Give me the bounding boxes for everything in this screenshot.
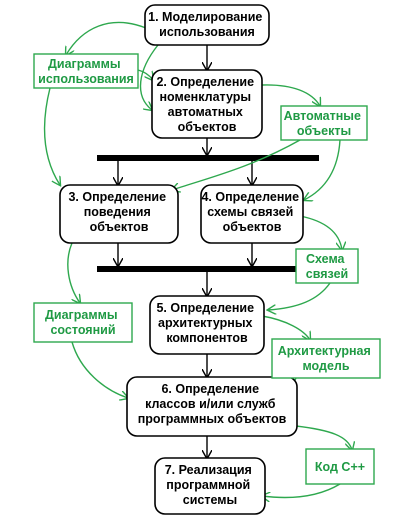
sync-bar-bottom <box>97 266 319 272</box>
artifact-box-6 <box>305 448 375 485</box>
process-box-5 <box>149 295 265 355</box>
process-boxes <box>59 4 304 515</box>
artifact-box-4 <box>33 302 133 343</box>
process-7-label: 7. Реализация программной системы <box>165 463 256 507</box>
artifact-box-1 <box>33 53 139 89</box>
process-box-4 <box>200 184 304 244</box>
arrow-p4-to-a3 <box>299 215 342 250</box>
artifact-2-label: Автоматные объекты <box>284 109 365 138</box>
artifact-labels: Диаграммы использования Автоматные объек… <box>38 57 375 474</box>
process-box-7 <box>154 457 266 515</box>
arrow-p6-to-a6 <box>295 425 352 450</box>
arrow-a2-to-p3 <box>172 139 301 190</box>
process-4-label: 4. Определение схемы связей объектов <box>201 190 302 234</box>
arrow-p1-to-a1 <box>66 21 147 55</box>
arrow-a1-to-p2 <box>137 69 153 80</box>
arrow-a3-to-p5 <box>268 282 331 310</box>
arrow-p1-to-p2-side <box>139 44 159 110</box>
process-box-3 <box>59 184 179 244</box>
process-box-2 <box>151 69 263 139</box>
arrow-a6-to-p7 <box>262 483 341 498</box>
process-labels: 1. Моделирование использования 2. Опреде… <box>68 10 302 507</box>
process-box-6 <box>126 376 298 437</box>
artifact-box-3 <box>295 248 359 284</box>
process-2-label: 2. Определение номенклатуры автоматных о… <box>156 75 257 134</box>
arrow-p5-to-a5 <box>261 315 310 340</box>
artifact-box-2 <box>280 105 368 141</box>
sync-bar-top <box>97 155 319 161</box>
artifact-3-label: Схема связей <box>306 252 348 281</box>
arrow-p2-to-a2 <box>261 84 320 106</box>
artifact-4-label: Диаграммы состояний <box>45 308 121 337</box>
artifact-5-label: Архитектурная модель <box>278 344 375 373</box>
process-box-1 <box>144 4 270 46</box>
arrow-p3-to-a4 <box>67 242 80 303</box>
control-flow-arrows <box>118 45 252 458</box>
arrow-a1-to-p3 <box>43 87 60 185</box>
artifact-boxes <box>33 53 381 485</box>
process-6-label: 6. Определение классов и/или служб прогр… <box>138 382 287 426</box>
arrow-a2-to-p4 <box>304 139 341 200</box>
artifact-6-label: Код C++ <box>315 460 365 474</box>
process-1-label: 1. Моделирование использования <box>148 10 266 39</box>
process-3-label: 3. Определение поведения объектов <box>68 190 169 234</box>
artifact-1-label: Диаграммы использования <box>38 57 134 86</box>
arrow-a4-to-p6 <box>71 341 128 398</box>
process-5-label: 5. Определение архитектурных компонентов <box>156 301 257 345</box>
artifact-box-5 <box>271 338 381 379</box>
